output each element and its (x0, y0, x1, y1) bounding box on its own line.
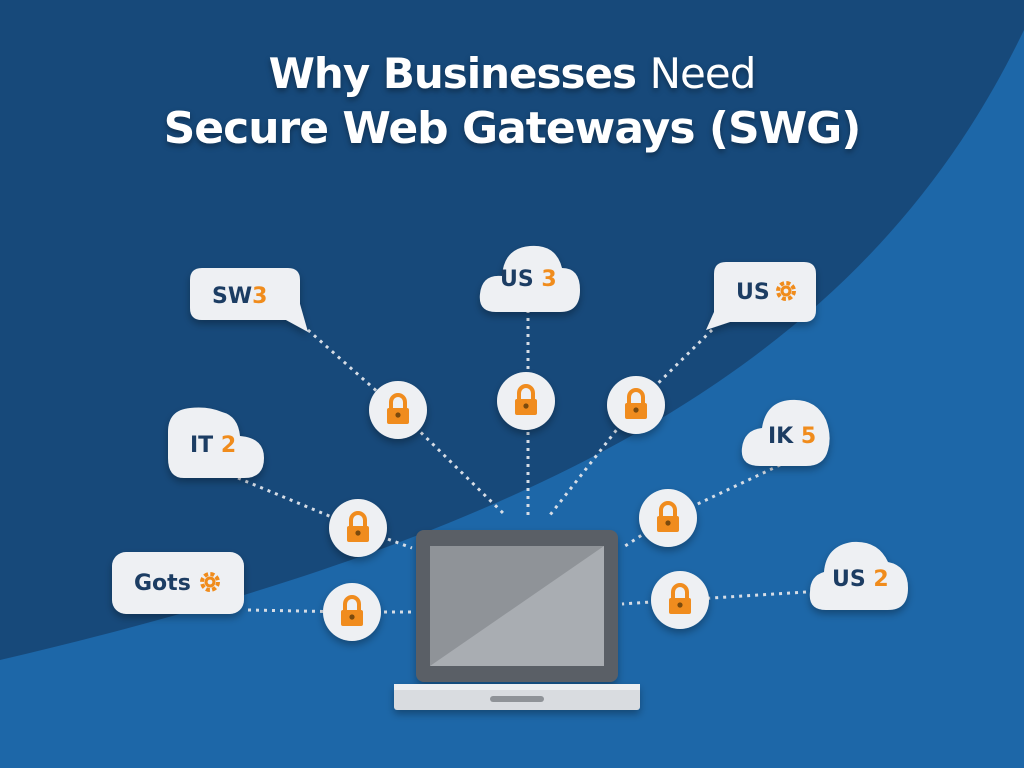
node-accent: 2 (221, 433, 236, 458)
background-curve (0, 30, 1024, 768)
lock-sw3 (369, 381, 427, 439)
connector-it2 (237, 476, 359, 530)
svg-text:Gots: Gots (134, 571, 191, 596)
laptop (394, 530, 640, 710)
node-accent: 2 (873, 567, 888, 592)
lock-icon (625, 388, 647, 419)
node-label: IT (190, 433, 221, 458)
laptop-trackpad (490, 696, 544, 702)
lock-icon (657, 501, 679, 532)
title: Why Businesses Need Secure Web Gateways … (0, 48, 1024, 156)
node-label: SW (212, 284, 252, 309)
cloud-shape (168, 407, 264, 478)
cloud-shape (479, 245, 580, 312)
cloud-shape (809, 541, 908, 610)
rounded-box (112, 552, 244, 614)
lock-gots (323, 583, 381, 641)
svg-text:US 3: US 3 (500, 267, 557, 292)
lock-it2 (329, 499, 387, 557)
laptop-screen-glare (430, 546, 604, 666)
node-label: US (736, 280, 770, 305)
node-it2: IT 2 (168, 407, 264, 478)
title-line-1-bold: Why Businesses (268, 49, 637, 98)
node-accent: 3 (541, 267, 556, 292)
title-line-2: Secure Web Gateways (SWG) (163, 102, 862, 154)
lock-icon (387, 393, 409, 424)
node-label: IK (768, 424, 801, 449)
node-gots: Gots (112, 552, 244, 614)
node-sw3: SW3 (190, 268, 308, 332)
node-usg: US (706, 262, 816, 330)
node-label: US (500, 267, 541, 292)
speech-bubble (190, 268, 308, 332)
cloud-shape (741, 399, 830, 466)
node-us3: US 3 (479, 245, 580, 312)
gear-icon (200, 572, 220, 592)
lock-us3 (497, 372, 555, 430)
lock-ik5 (639, 489, 697, 547)
node-accent: 3 (252, 284, 267, 309)
connector-gots (247, 608, 353, 614)
laptop-base-top (394, 684, 640, 690)
lock-icon (341, 595, 363, 626)
node-label: Gots (134, 571, 191, 596)
title-line-1: Why Businesses Need (0, 48, 1024, 101)
node-us2: US 2 (809, 541, 908, 610)
svg-text:IT 2: IT 2 (190, 433, 236, 458)
node-ik5: IK 5 (741, 399, 830, 466)
speech-bubble (706, 262, 816, 330)
title-line-1-light: Need (649, 49, 757, 98)
svg-text:US 2: US 2 (832, 567, 889, 592)
lock-icon (515, 384, 537, 415)
gear-icon (776, 281, 796, 301)
node-accent: 5 (801, 424, 816, 449)
svg-text:US: US (736, 280, 770, 305)
lock-icon (669, 583, 691, 614)
node-label: US (832, 567, 873, 592)
lock-us2 (651, 571, 709, 629)
lock-usg (607, 376, 665, 434)
svg-text:SW3: SW3 (212, 284, 267, 309)
lock-icon (347, 511, 369, 542)
locks (323, 372, 709, 641)
svg-text:IK 5: IK 5 (768, 424, 816, 449)
